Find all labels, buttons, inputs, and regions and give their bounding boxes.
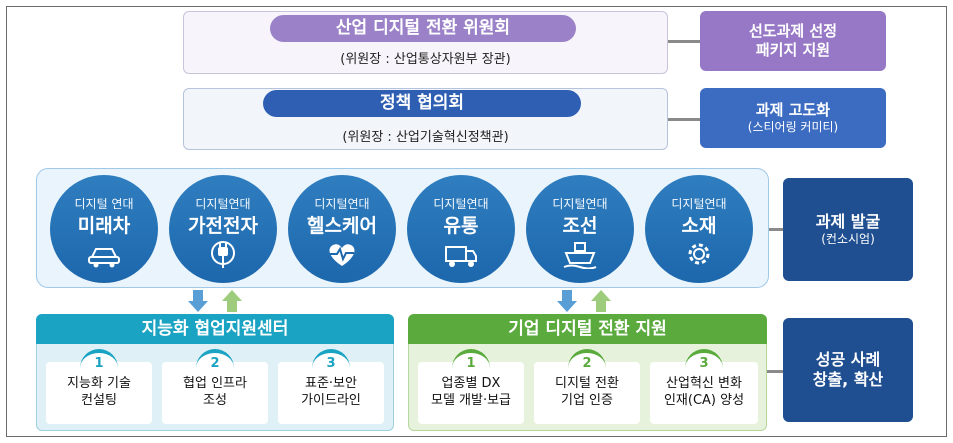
step-number: 2 (568, 349, 606, 375)
step-number: 1 (80, 349, 118, 375)
alliance-circle-mobility: 디지털 연대 미래차 (50, 175, 158, 283)
connector-committee (668, 40, 700, 43)
step-number: 1 (452, 349, 490, 375)
alliance-name: 미래차 (77, 215, 131, 237)
card-line: 가이드라인 (301, 392, 361, 408)
advance-box: 과제 고도화 (스티어링 커미티) (700, 88, 886, 148)
alliance-label: 디지털연대 (433, 197, 489, 211)
alliance-name: 조선 (562, 215, 598, 237)
alliance-name: 유통 (443, 215, 479, 237)
card-line: 산업혁신 변화 (666, 376, 742, 391)
alliance-circle-electronics: 디지털연대 가전전자 (169, 175, 277, 283)
alliance-name: 소재 (681, 215, 717, 237)
card-line: 지능화 기술 (67, 376, 131, 391)
alliance-circle-healthcare: 디지털연대 헬스케어 (288, 175, 396, 283)
ship-icon (563, 242, 597, 269)
up-arrow-icon (222, 290, 242, 312)
advance-title: 과제 고도화 (755, 101, 831, 120)
intelligence-center-title: 지능화 협업지원센터 (36, 314, 394, 344)
alliance-label: 디지털연대 (195, 197, 251, 211)
up-arrow-icon (591, 290, 611, 312)
success-box: 성공 사례 창출, 확산 (783, 318, 913, 422)
success-line-2: 창출, 확산 (812, 370, 884, 389)
card-line: 컨설팅 (81, 392, 117, 408)
card-line: 표준·보안 (305, 376, 357, 391)
alliance-label: 디지털 연대 (74, 197, 134, 211)
car-icon (88, 248, 120, 268)
diagram-frame (6, 6, 947, 437)
package-line-2: 패키지 지원 (755, 41, 831, 59)
support-card: 협업 인프라 조성 (162, 362, 268, 424)
card-line: 업종별 DX (441, 376, 501, 391)
step-number: 3 (312, 349, 350, 375)
success-line-1: 성공 사례 (815, 350, 881, 369)
card-line: 조성 (203, 392, 227, 408)
alliance-name: 헬스케어 (307, 215, 377, 237)
card-line: 모델 개발·보급 (430, 392, 512, 408)
alliance-circle-distribution: 디지털연대 유통 (407, 175, 515, 283)
alliance-label: 디지털연대 (314, 197, 370, 211)
advance-sub: (스티어링 커미티) (747, 119, 839, 134)
support-card: 표준·보안 가이드라인 (278, 362, 384, 424)
committee-chair: (위원장 : 산업통상자원부 장관) (340, 52, 511, 67)
discover-sub: (컨소시엄) (821, 232, 875, 246)
plug-icon (211, 241, 235, 268)
card-line: 인재(CA) 양성 (663, 392, 745, 408)
discover-title: 과제 발굴 (815, 212, 881, 231)
discover-box: 과제 발굴 (컨소시엄) (783, 178, 913, 281)
alliance-circle-shipbuilding: 디지털연대 조선 (526, 175, 634, 283)
down-arrow-icon (557, 290, 577, 312)
card-line: 협업 인프라 (183, 376, 247, 391)
gear-icon (688, 243, 710, 265)
alliance-circle-materials: 디지털연대 소재 (645, 175, 753, 283)
truck-icon (445, 246, 477, 267)
council-title: 정책 협의회 (263, 90, 581, 117)
council-chair: (위원장 : 산업기술혁신정책관) (342, 130, 509, 145)
down-arrow-icon (188, 290, 208, 312)
package-line-1: 선도과제 선정 (748, 22, 838, 41)
heart-pulse-icon (329, 244, 355, 266)
committee-title: 산업 디지털 전환 위원회 (270, 15, 576, 42)
step-number: 3 (685, 349, 723, 375)
alliance-name: 가전전자 (188, 215, 258, 237)
card-line: 디지털 전환 (555, 376, 619, 391)
connector-success (767, 370, 783, 373)
support-card: 업종별 DX 모델 개발·보급 (418, 362, 524, 424)
step-number: 2 (196, 349, 234, 375)
alliance-label: 디지털연대 (552, 197, 608, 211)
digital-transition-title: 기업 디지털 전환 지원 (408, 314, 767, 344)
connector-council (668, 118, 700, 121)
package-support-box: 선도과제 선정 패키지 지원 (700, 11, 886, 71)
alliance-label: 디지털연대 (671, 197, 727, 211)
connector-alliance (769, 228, 783, 231)
card-line: 기업 인증 (561, 392, 613, 408)
